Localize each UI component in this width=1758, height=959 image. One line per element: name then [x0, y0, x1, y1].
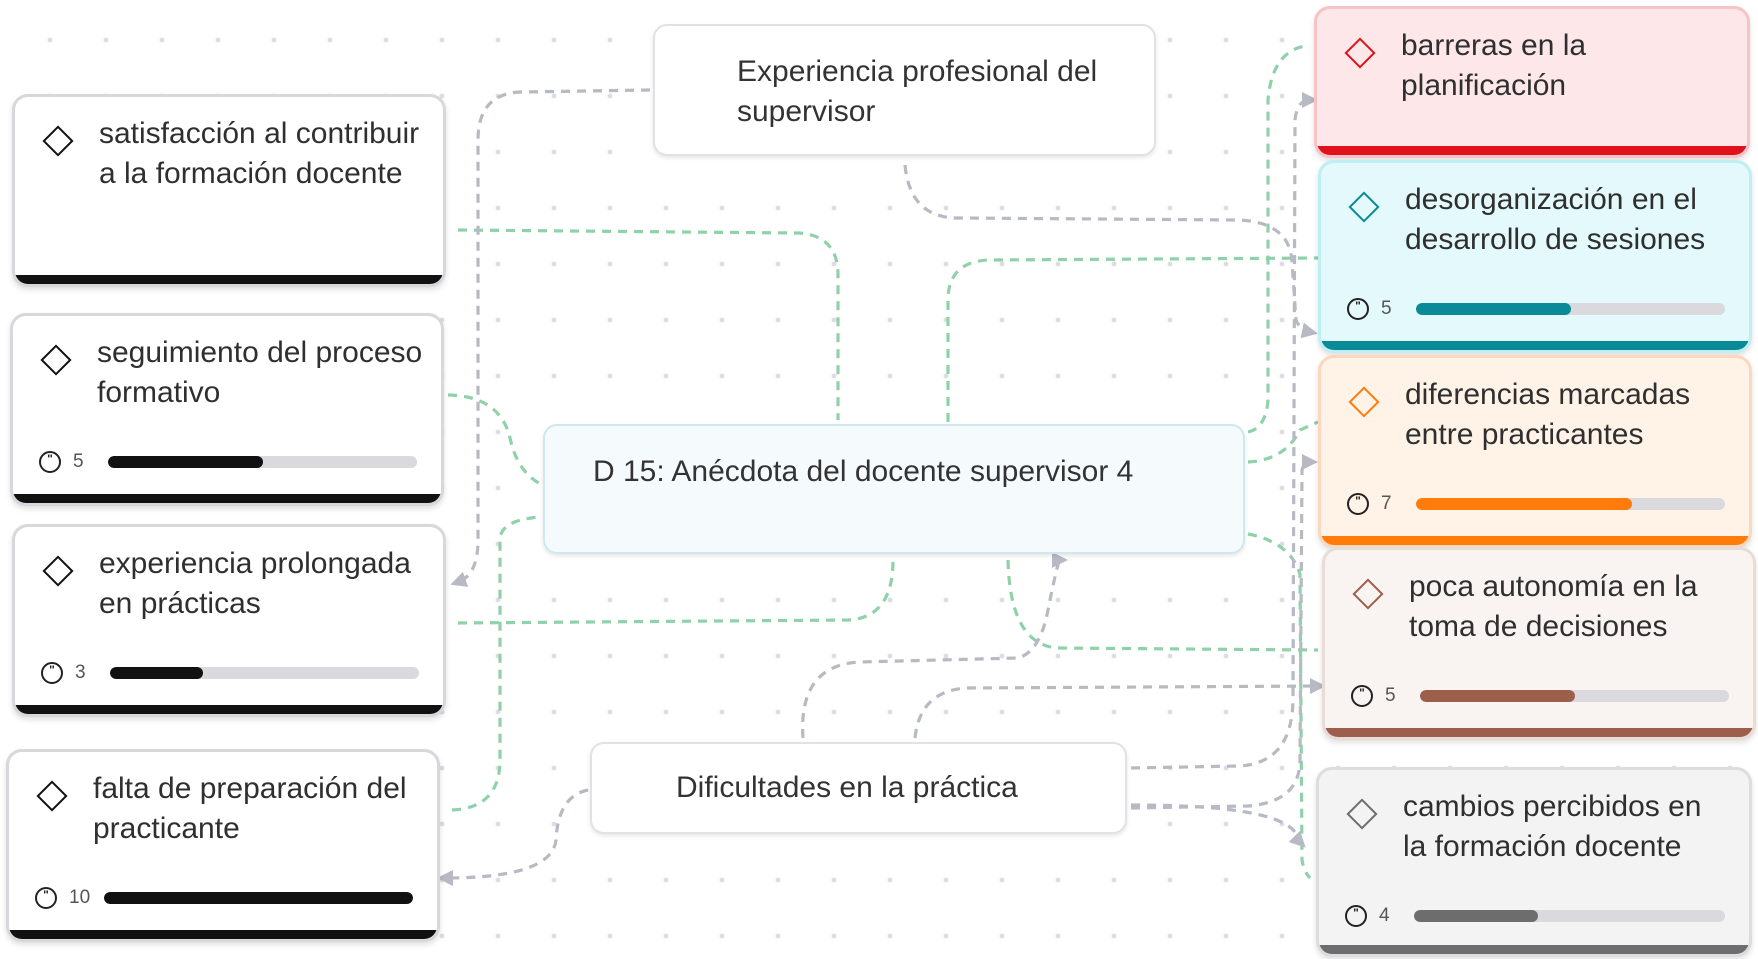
code-experiencia-prolongada[interactable]: experiencia prolongada en prácticas " 3: [12, 524, 446, 717]
link-dificultades-falta: [437, 788, 589, 886]
code-diamond-icon: [1346, 798, 1378, 830]
progress-bar: [110, 667, 419, 679]
code-label: barreras en la planificación: [1401, 29, 1587, 102]
link-center-diferencias: [1247, 420, 1319, 464]
progress-bar: [1414, 910, 1725, 922]
progress-fill: [1414, 910, 1539, 922]
code-color-strip: [15, 705, 443, 714]
quote-count: 5: [1381, 298, 1392, 319]
code-diamond-icon: [1352, 578, 1384, 610]
theme-dificultades[interactable]: Dificultades en la práctica: [590, 742, 1127, 834]
progress-bar: [1416, 498, 1725, 510]
link-satisfaccion-center: [457, 228, 840, 420]
link-center-barreras: [1247, 44, 1306, 434]
code-label: desorganización en el desarrollo de sesi…: [1405, 183, 1706, 256]
theme-experiencia-profesional[interactable]: Experiencia profesional del supervisor: [653, 24, 1156, 156]
code-color-strip: [1321, 536, 1749, 545]
progress-fill: [1416, 498, 1633, 510]
link-center-cambios: [1247, 532, 1312, 880]
code-diamond-icon: [40, 344, 72, 376]
code-label: falta de preparación del practicante: [93, 772, 407, 845]
link-seguimiento-center: [447, 393, 546, 488]
code-color-strip: [1317, 146, 1747, 155]
code-color-strip: [15, 275, 443, 284]
code-color-strip: [1325, 728, 1753, 737]
quote-icon: ": [35, 887, 57, 909]
quote-icon: ": [41, 662, 63, 684]
code-diferencias[interactable]: diferencias marcadas entre practicantes …: [1318, 355, 1752, 548]
progress-fill: [104, 892, 413, 904]
progress-bar: [108, 456, 417, 468]
code-desorganizacion[interactable]: desorganización en el desarrollo de sesi…: [1318, 160, 1752, 353]
code-diamond-icon: [1348, 191, 1380, 223]
quote-count: 5: [1385, 685, 1396, 706]
code-color-strip: [1321, 341, 1749, 350]
code-label: seguimiento del proceso formativo: [97, 336, 423, 409]
progress-bar: [1420, 690, 1729, 702]
link-experiencia-prolongada-center: [457, 559, 895, 625]
link-falta-preparacion-center: [451, 515, 541, 812]
progress-fill: [108, 456, 263, 468]
progress-bar: [1416, 303, 1725, 315]
code-barreras[interactable]: barreras en la planificación: [1314, 6, 1750, 158]
quote-icon: ": [1347, 493, 1369, 515]
progress-bar: [104, 892, 413, 904]
code-falta-preparacion[interactable]: falta de preparación del practicante " 1…: [6, 749, 440, 942]
quote-count: 5: [73, 451, 84, 472]
code-label: cambios percibidos en la formación docen…: [1403, 790, 1702, 863]
quote-count: 10: [69, 887, 91, 908]
link-center-desorganizacion: [946, 256, 1319, 422]
center-node-label: D 15: Anécdota del docente supervisor 4: [593, 455, 1134, 488]
progress-fill: [1420, 690, 1575, 702]
code-label: diferencias marcadas entre practicantes: [1405, 378, 1691, 451]
code-autonomia[interactable]: poca autonomía en la toma de decisiones …: [1322, 547, 1756, 740]
link-experiencia-desorganizacion: [903, 164, 1318, 339]
code-label: satisfacción al contribuir a la formació…: [99, 117, 420, 190]
code-cambios[interactable]: cambios percibidos en la formación docen…: [1316, 767, 1752, 957]
code-diamond-icon: [42, 125, 74, 157]
quote-icon: ": [39, 451, 61, 473]
link-dificultades-autonomia: [801, 552, 1068, 739]
progress-fill: [1416, 303, 1571, 315]
theme-experiencia-label: Experiencia profesional del supervisor: [737, 55, 1098, 128]
quote-icon: ": [1351, 685, 1373, 707]
code-color-strip: [13, 494, 441, 503]
quote-count: 4: [1379, 905, 1390, 926]
center-node[interactable]: D 15: Anécdota del docente supervisor 4: [543, 424, 1245, 554]
link-center-autonomia: [1006, 559, 1319, 652]
quote-count: 3: [75, 662, 86, 683]
progress-fill: [110, 667, 203, 679]
code-diamond-icon: [1348, 386, 1380, 418]
code-color-strip: [1319, 945, 1749, 954]
theme-dificultades-label: Dificultades en la práctica: [676, 771, 1018, 804]
code-seguimiento[interactable]: seguimiento del proceso formativo " 5: [10, 313, 444, 506]
code-satisfaccion[interactable]: satisfacción al contribuir a la formació…: [12, 94, 446, 287]
code-label: poca autonomía en la toma de decisiones: [1409, 570, 1698, 643]
link-dificultades-cambios: [1130, 803, 1306, 848]
code-diamond-icon: [42, 555, 74, 587]
code-diamond-icon: [1344, 37, 1376, 69]
code-color-strip: [9, 930, 437, 939]
code-diamond-icon: [36, 780, 68, 812]
quote-icon: ": [1345, 905, 1367, 927]
quote-icon: ": [1347, 298, 1369, 320]
code-label: experiencia prolongada en prácticas: [99, 547, 411, 620]
quote-count: 7: [1381, 493, 1392, 514]
link-dificultades-autonomia-2: [913, 678, 1326, 739]
